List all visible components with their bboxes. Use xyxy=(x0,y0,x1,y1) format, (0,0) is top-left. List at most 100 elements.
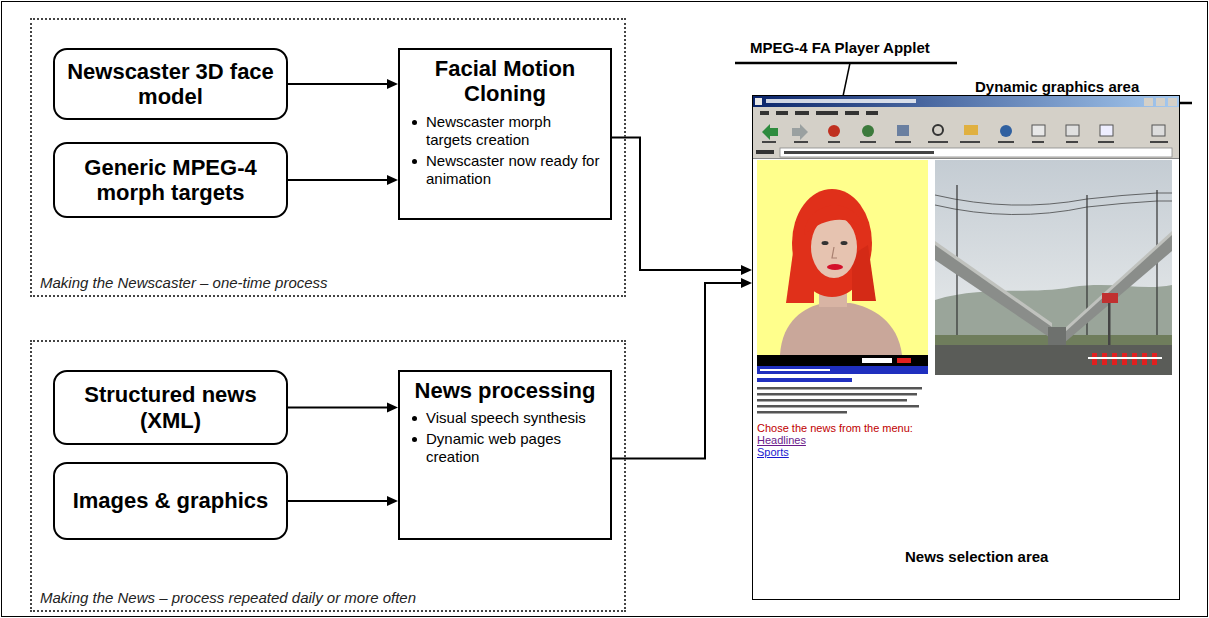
toolbar-part xyxy=(964,125,978,135)
toolbar-part-part xyxy=(960,141,980,143)
address-bar-part xyxy=(784,151,934,154)
toolbar-part xyxy=(1000,125,1012,137)
connector xyxy=(288,403,398,413)
callout-leaders-part xyxy=(735,62,957,65)
callout-label-box: Dynamic graphics area xyxy=(975,78,1139,96)
box-label: Images & graphics xyxy=(73,488,269,513)
applet-panel-part xyxy=(757,355,928,366)
connector xyxy=(612,137,752,275)
bullet-item: Dynamic web pages creation xyxy=(410,430,600,466)
browser-window: Chose the news from the menu:HeadlinesSp… xyxy=(752,95,1180,600)
toolbar xyxy=(753,118,1179,146)
browser-screenshot-part xyxy=(752,95,1180,600)
bullet-item: Visual speech synthesis xyxy=(410,409,600,427)
callout-label-box: News selection area xyxy=(905,548,1048,566)
applet-panel-part xyxy=(786,245,814,303)
arrow-head xyxy=(741,278,752,288)
bullet-dot xyxy=(412,437,417,442)
applet-panel-part-part xyxy=(757,405,919,408)
bridge-photo-part-part xyxy=(935,193,1172,205)
toolbar-part xyxy=(762,141,1168,143)
applet-panel-part xyxy=(841,241,848,245)
toolbar-part-part xyxy=(1032,141,1044,143)
box-title: Facial Motion Cloning xyxy=(410,56,600,107)
applet-panel-part xyxy=(822,241,829,245)
box-label: Newscaster 3D face model xyxy=(65,59,276,110)
toolbar-part xyxy=(897,125,909,136)
callout-label: News selection area xyxy=(905,548,1048,565)
box-label: Structured news (XML) xyxy=(65,382,276,433)
process-box: News processingVisual speech synthesisDy… xyxy=(398,370,612,540)
toolbar-part-part xyxy=(895,141,911,143)
bridge-photo-part xyxy=(1088,357,1162,359)
connector-line xyxy=(612,137,741,270)
arrow-head xyxy=(387,496,398,506)
toolbar-part xyxy=(862,125,874,137)
address-bar-part xyxy=(753,146,1179,158)
connector-line xyxy=(288,407,387,409)
process-box: Facial Motion CloningNewscaster morph ta… xyxy=(398,48,612,220)
applet-panel-part xyxy=(757,366,928,374)
input-box: Generic MPEG-4 morph targets xyxy=(53,142,288,218)
applet-panel-part xyxy=(897,358,911,363)
callout-label: MPEG-4 FA Player Applet xyxy=(750,39,930,56)
arrow-head xyxy=(387,175,398,185)
menu-bar-part xyxy=(753,107,1179,118)
box-content: News processingVisual speech synthesisDy… xyxy=(410,378,600,466)
applet-panel-part-part xyxy=(757,393,917,396)
box-label: Generic MPEG-4 morph targets xyxy=(65,155,276,206)
toolbar-part xyxy=(828,125,840,137)
address-bar-part xyxy=(753,158,1179,159)
box-content: Generic MPEG-4 morph targets xyxy=(65,155,276,206)
bridge-photo-part xyxy=(935,243,1052,339)
toolbar-part xyxy=(792,124,808,140)
applet-panel-part-part xyxy=(757,411,847,414)
connector-line xyxy=(288,83,387,85)
address-bar-part xyxy=(756,150,774,154)
connector-line xyxy=(288,179,387,181)
input-box: Images & graphics xyxy=(53,462,288,540)
toolbar-part xyxy=(1100,125,1113,136)
bridge-photo-part-part xyxy=(935,201,1172,215)
toolbar-part xyxy=(753,118,1179,146)
title-bar-part xyxy=(753,96,1179,107)
menu-bar-part xyxy=(816,111,838,115)
process-group: Making the Newscaster – one-time process… xyxy=(30,18,626,297)
applet-panel-part-part xyxy=(757,399,907,402)
bridge-photo-part xyxy=(935,241,1052,327)
bullet-dot xyxy=(412,159,417,164)
bridge-photo-part xyxy=(935,160,1172,375)
bullet-text: Newscaster morph targets creation xyxy=(426,113,600,149)
arrow-head xyxy=(387,403,398,413)
toolbar-part-part xyxy=(794,141,808,143)
applet-panel-part xyxy=(757,160,928,355)
applet-panel xyxy=(757,160,928,414)
box-content: Facial Motion CloningNewscaster morph ta… xyxy=(410,56,600,188)
bullet-text: Newscaster now ready for animation xyxy=(426,152,600,188)
menu-bar xyxy=(753,107,1179,118)
address-bar-part xyxy=(780,148,1172,157)
bridge-photo-part-part xyxy=(1156,190,1157,345)
callout-label: Dynamic graphics area xyxy=(975,78,1139,95)
connector xyxy=(288,496,398,506)
applet-panel-part xyxy=(757,387,922,414)
toolbar-part-part xyxy=(828,141,840,143)
group-caption: Making the Newscaster – one-time process xyxy=(40,274,618,292)
bridge-photo-part xyxy=(1064,231,1172,333)
toolbar-part xyxy=(933,125,943,135)
bridge-photo-part xyxy=(935,185,1172,345)
box-content: Images & graphics xyxy=(73,488,269,513)
bridge-photo xyxy=(935,160,1172,375)
prompt-text: Chose the news from the menu: xyxy=(757,422,913,434)
connector-line xyxy=(288,500,387,502)
bridge-photo-part xyxy=(1102,293,1118,303)
title-bar-part xyxy=(1156,98,1165,106)
bullet-dot xyxy=(412,120,417,125)
toolbar-part xyxy=(762,124,778,140)
bridge-photo-part xyxy=(1108,300,1111,345)
bullet-text: Dynamic web pages creation xyxy=(426,430,600,466)
applet-panel-part xyxy=(804,206,864,235)
title-bar-part xyxy=(766,99,916,103)
